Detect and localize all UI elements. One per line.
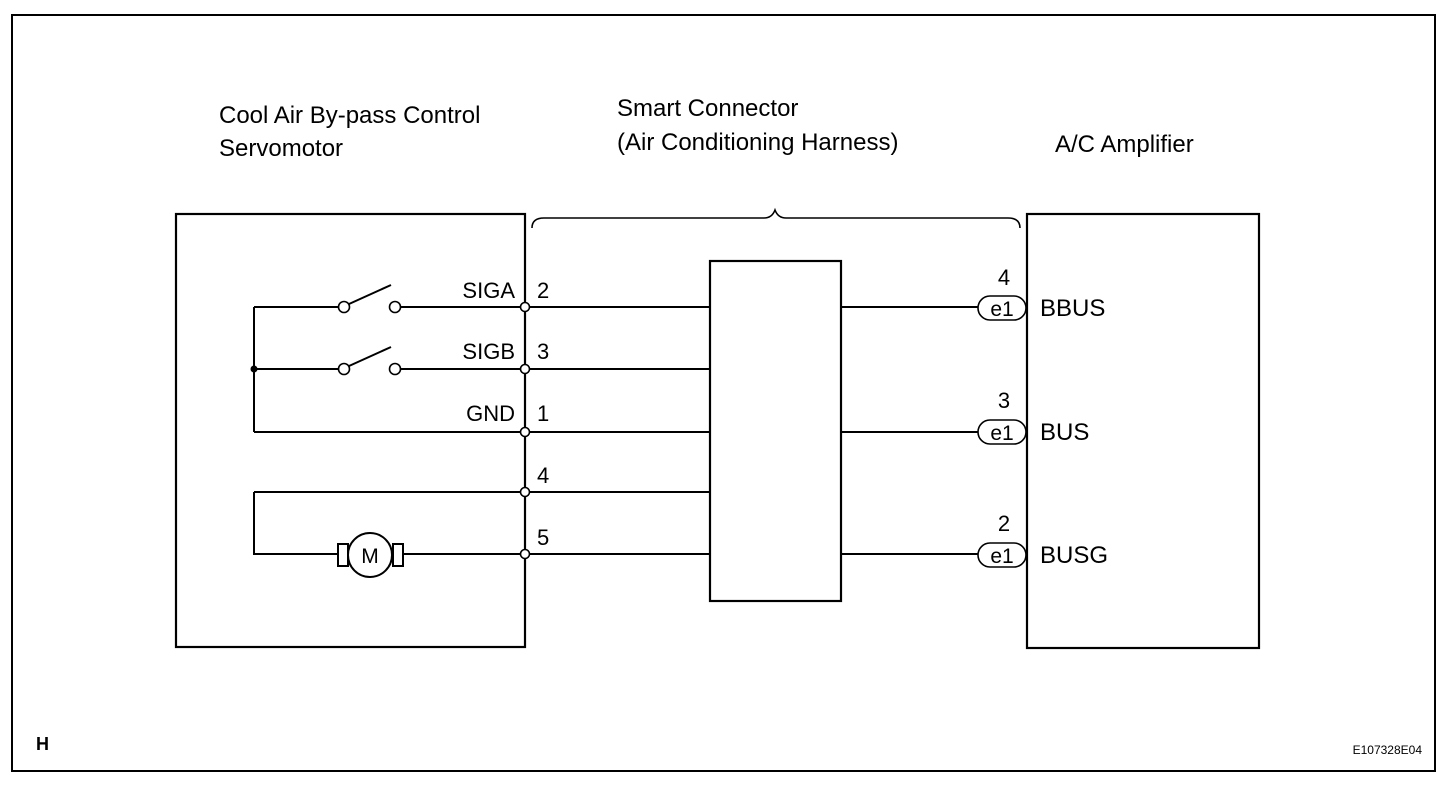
- servo-pin-4: 4: [537, 463, 549, 488]
- amp-pin-3: 3: [998, 388, 1010, 413]
- servo-pin-1: 1: [537, 401, 549, 426]
- amp-connector-bus: e1: [977, 419, 1027, 445]
- footer-right-code: E107328E04: [1353, 743, 1423, 757]
- smart-connector-box: [708, 259, 843, 603]
- servo-pin-3: 3: [537, 339, 549, 364]
- servo-signal-gnd: GND: [466, 401, 515, 426]
- servo-signal-siga: SIGA: [462, 278, 515, 303]
- amplifier-box: [1025, 212, 1261, 650]
- servo-internal-wiring: [250, 284, 525, 555]
- amp-signal-busg: BUSG: [1040, 542, 1108, 569]
- servo-to-connector-wires: [530, 306, 710, 555]
- svg-text:e1: e1: [990, 422, 1013, 445]
- smart-connector-title-line1: Smart Connector: [617, 95, 798, 122]
- harness-brace: [531, 207, 1021, 229]
- connector-to-amplifier-wires: [841, 306, 978, 555]
- servo-pin-5: 5: [537, 525, 549, 550]
- amp-pin-2: 2: [998, 511, 1010, 536]
- amp-signal-bbus: BBUS: [1040, 295, 1105, 322]
- svg-text:e1: e1: [990, 298, 1013, 321]
- svg-text:e1: e1: [990, 545, 1013, 568]
- amp-signal-bus: BUS: [1040, 419, 1089, 446]
- smart-connector-title-line2: (Air Conditioning Harness): [617, 129, 898, 156]
- footer-left-code: H: [36, 734, 49, 754]
- amplifier-title: A/C Amplifier: [1055, 131, 1194, 158]
- amp-pin-4: 4: [998, 265, 1010, 290]
- servomotor-title-line2: Servomotor: [219, 135, 343, 162]
- servo-signal-sigb: SIGB: [462, 339, 515, 364]
- amp-connector-busg: e1: [977, 542, 1027, 568]
- servo-terminals: [519, 301, 531, 560]
- motor-icon: M: [337, 532, 404, 578]
- amp-connector-bbus: e1: [977, 295, 1027, 321]
- servo-pin-2: 2: [537, 278, 549, 303]
- servomotor-title-line1: Cool Air By-pass Control: [219, 102, 480, 129]
- servomotor-box: [174, 212, 527, 649]
- diagram-frame: [11, 14, 1436, 772]
- svg-text:M: M: [361, 545, 379, 568]
